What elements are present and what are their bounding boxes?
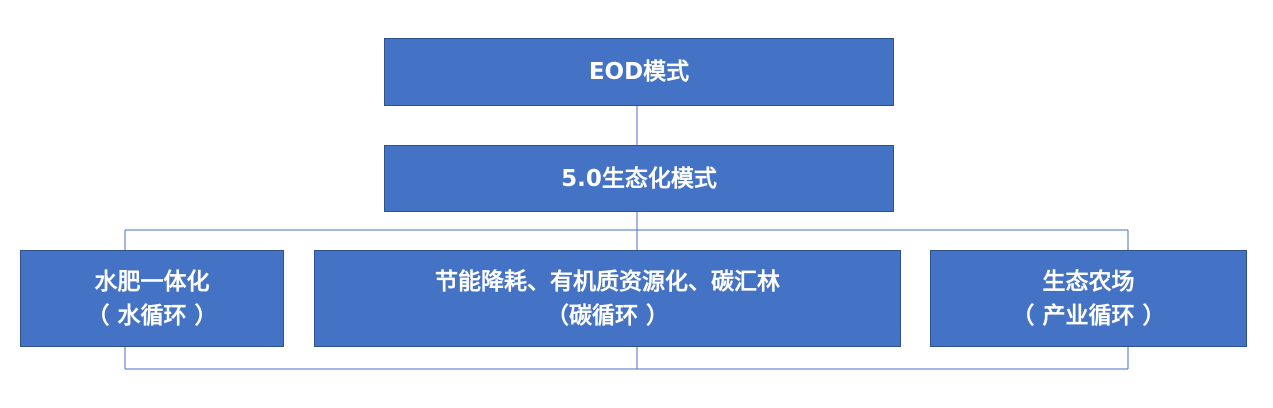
node-eco-5-0-mode: 5.0生态化模式 xyxy=(384,145,894,212)
node-water-cycle: 水肥一体化 （ 水循环 ） xyxy=(20,250,284,347)
node-carbon-cycle: 节能降耗、有机质资源化、碳汇林 （碳循环 ） xyxy=(314,250,901,347)
node-farm-title: 生态农场 xyxy=(1042,268,1135,295)
node-eod-label: EOD模式 xyxy=(588,59,690,85)
node-eco-5-0-label: 5.0生态化模式 xyxy=(561,165,717,192)
node-carbon-subtitle: （碳循环 ） xyxy=(545,302,669,329)
node-carbon-title: 节能降耗、有机质资源化、碳汇林 xyxy=(435,268,780,295)
node-eod-mode: EOD模式 xyxy=(384,38,894,106)
node-industry-cycle: 生态农场 （ 产业循环 ） xyxy=(930,250,1247,347)
node-farm-subtitle: （ 产业循环 ） xyxy=(1011,302,1166,329)
node-water-title: 水肥一体化 xyxy=(94,268,210,295)
node-water-subtitle: （ 水循环 ） xyxy=(86,302,218,329)
